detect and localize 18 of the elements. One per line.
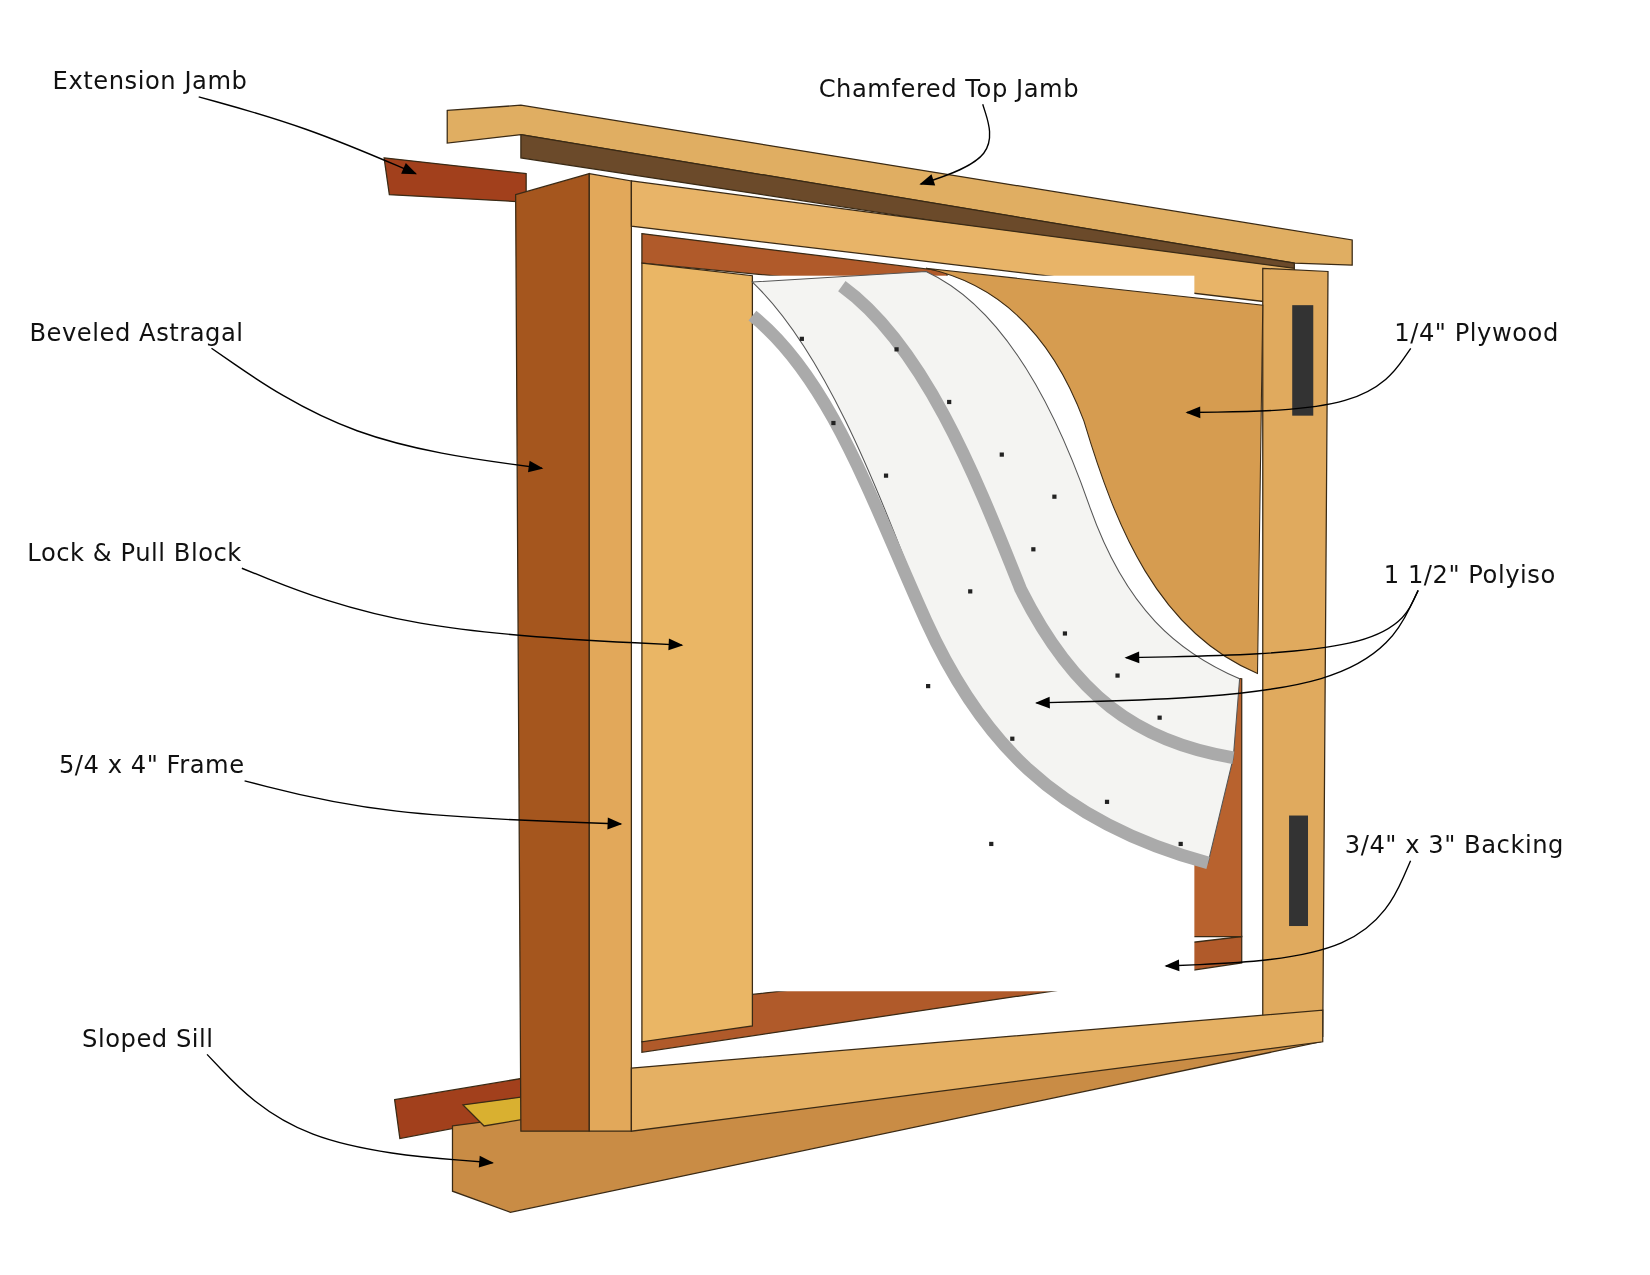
leader-line: [1164, 860, 1412, 972]
leader-line: [1185, 347, 1412, 419]
part-label: 1 1/2" Polyiso: [1383, 560, 1556, 589]
part-label: Chamfered Top Jamb: [818, 74, 1080, 103]
part-label: Extension Jamb: [52, 67, 248, 95]
part-label: 3/4" x 3" Backing: [1344, 831, 1564, 859]
leader-line: [919, 103, 991, 186]
leader-line: [206, 1053, 494, 1168]
leader-line: [243, 780, 623, 830]
part-label: 5/4 x 4" Frame: [58, 751, 245, 779]
part-label: Sloped Sill: [82, 1024, 214, 1053]
part-label: 1/4" Plywood: [1394, 318, 1559, 347]
part-label: Lock & Pull Block: [27, 538, 242, 567]
leader-line: [241, 567, 684, 651]
leader-line: [210, 347, 544, 473]
leader-line: [1035, 589, 1419, 709]
leader-line: [198, 96, 417, 175]
part-label: Beveled Astragal: [29, 318, 244, 347]
